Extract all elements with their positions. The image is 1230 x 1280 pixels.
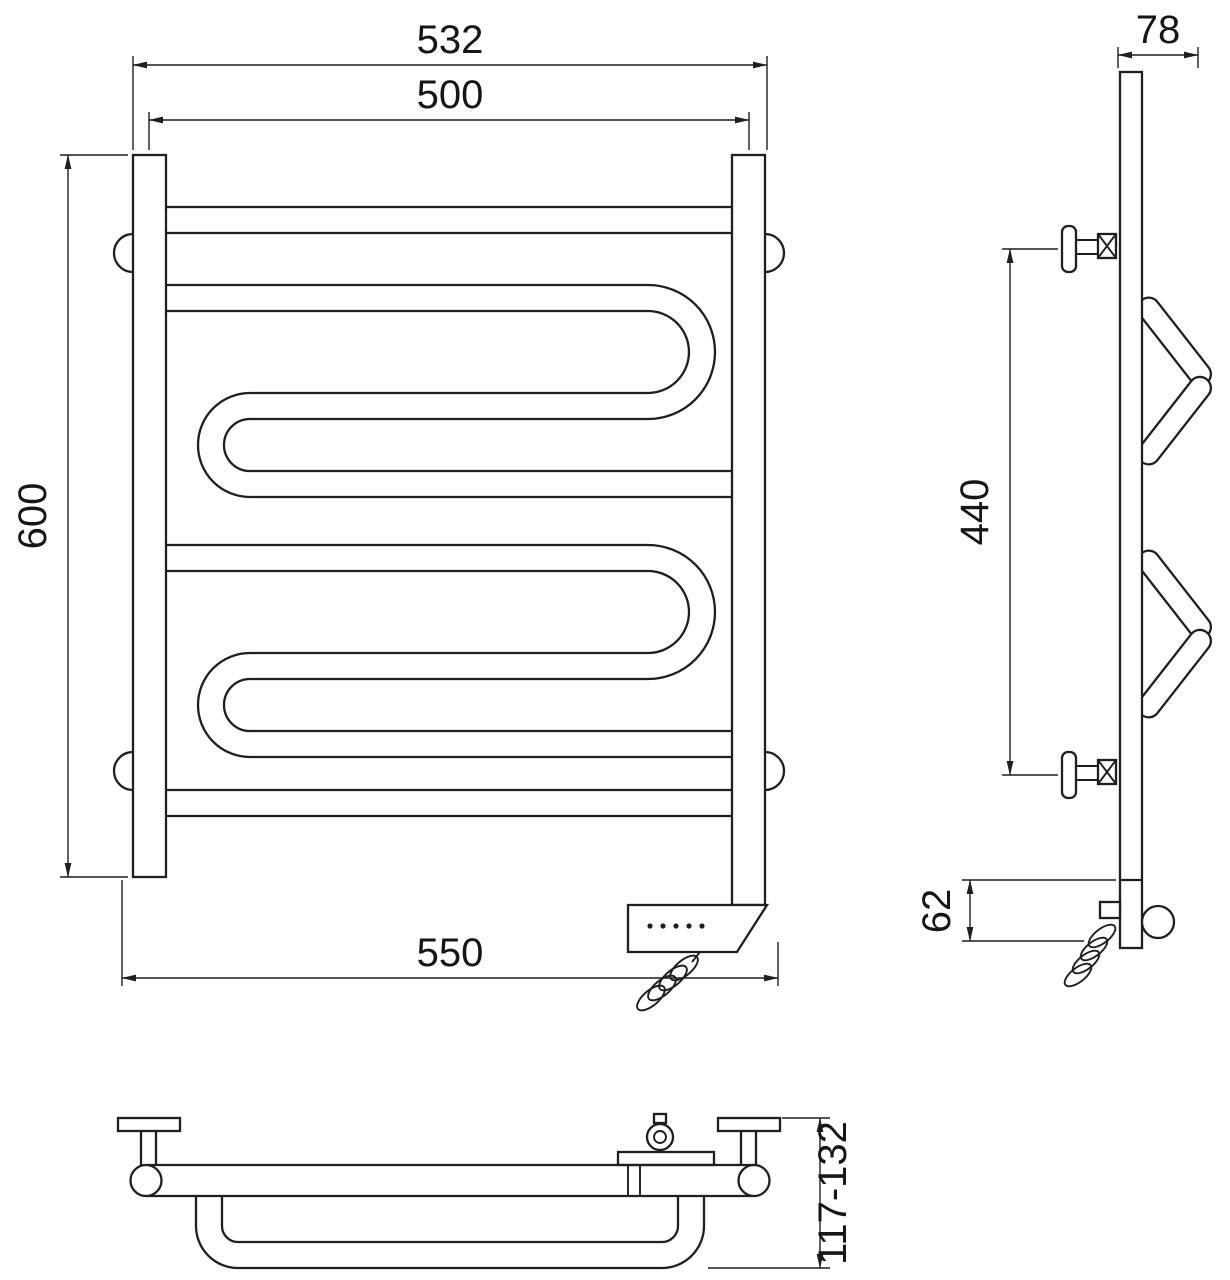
dim-pipe-center-width: 500	[148, 73, 750, 150]
indicator-dot	[647, 923, 653, 929]
post-profile	[1118, 70, 1144, 950]
indicator-dot	[673, 923, 679, 929]
power-cable-coil	[636, 951, 701, 1012]
side-power-cable-coil	[1063, 923, 1117, 988]
front-view: 532 500 600 550	[11, 18, 786, 1012]
valve-stem	[652, 1112, 668, 1125]
hook-lower	[1136, 549, 1213, 719]
indicator-dot	[699, 923, 705, 929]
rail-end-cap-left	[129, 1163, 163, 1198]
dim-overall-width: 532	[132, 18, 768, 150]
cable-elbow	[1098, 900, 1122, 920]
bottom-rail	[164, 788, 734, 818]
bottom-heater-unit	[616, 1112, 716, 1167]
bottom-view: 117-132	[116, 1112, 855, 1270]
side-bracket-spacing-label: 440	[953, 479, 997, 546]
thermostat-knob	[1140, 904, 1176, 940]
dim-bottom-section: 62	[915, 879, 1116, 942]
dim-height: 600	[11, 154, 128, 878]
side-depth-label: 78	[1136, 8, 1181, 52]
front-pipe-width-label: 500	[417, 73, 484, 117]
left-post	[131, 153, 168, 879]
dim-bracket-spacing: 440	[953, 248, 1058, 776]
wall-bracket-top	[1060, 224, 1118, 274]
wall-bracket-bottom	[1060, 750, 1118, 800]
hook-upper	[1136, 296, 1213, 466]
side-bottom-section-label: 62	[915, 889, 959, 934]
valve-knob	[645, 1122, 675, 1152]
serpentine-lower	[164, 543, 734, 759]
side-view: 78 440 62	[915, 8, 1213, 988]
indicator-dot	[686, 923, 692, 929]
bottom-serpentine	[194, 1194, 706, 1270]
front-overall-width-label: 532	[417, 18, 484, 62]
indicator-dot	[660, 923, 666, 929]
dim-depth: 78	[1117, 8, 1199, 68]
serpentine-upper	[164, 283, 734, 499]
bottom-bracket-left	[116, 1116, 182, 1167]
rail-end-cap-right	[737, 1163, 771, 1198]
bottom-rail-profile	[144, 1163, 756, 1198]
side-heater-fittings	[1063, 900, 1176, 988]
front-bottom-width-label: 550	[417, 931, 484, 975]
bottom-bracket-right	[716, 1116, 782, 1167]
dim-bottom-width: 550	[121, 880, 779, 986]
heater-unit	[626, 903, 770, 954]
valve-knob-inner	[653, 1130, 667, 1144]
dim-depth-range: 117-132	[708, 1117, 855, 1269]
top-rail	[164, 205, 734, 235]
front-height-label: 600	[11, 483, 55, 550]
right-post	[730, 153, 767, 907]
bottom-depth-range-label: 117-132	[811, 1121, 855, 1265]
